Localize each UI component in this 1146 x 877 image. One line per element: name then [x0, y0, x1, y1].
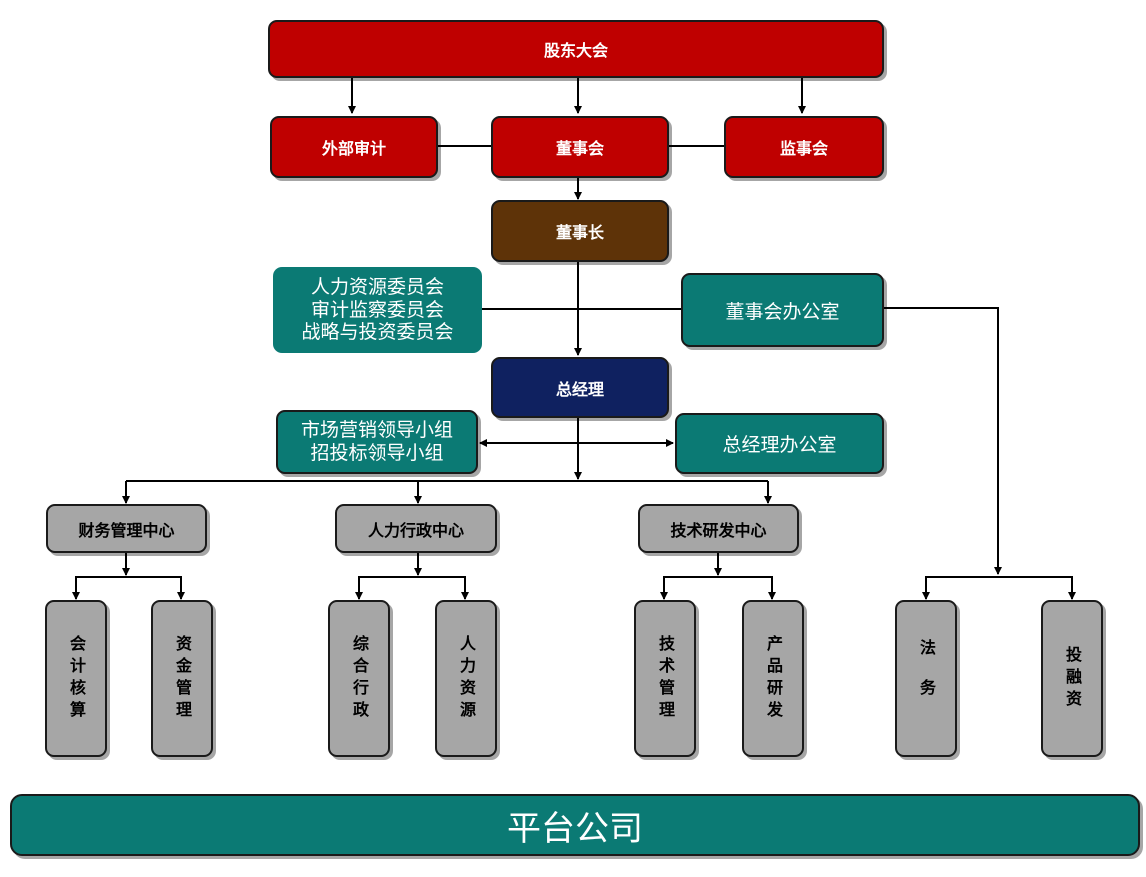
board-office-node: 董事会办公室 [681, 273, 884, 347]
platform-company-bar: 平台公司 [10, 794, 1140, 856]
committee-line: 审计监察委员会 [310, 298, 444, 321]
committee-line: 战略与投资委员会 [301, 321, 454, 344]
shareholders-meeting-node: 股东大会 [268, 20, 884, 78]
leading-groups-node: 市场营销领导小组 招投标领导小组 [276, 410, 478, 474]
committees-node: 人力资源委员会 审计监察委员会 战略与投资委员会 [273, 267, 482, 353]
board-of-supervisors-node: 监事会 [724, 116, 884, 178]
hr-admin-center-node: 人力行政中心 [335, 504, 497, 553]
general-manager-node: 总经理 [491, 357, 669, 418]
tech-rd-center-node: 技术研发中心 [638, 504, 799, 553]
human-resources-node: 人力资源 [435, 600, 497, 757]
leading-group-line: 市场营销领导小组 [300, 419, 453, 442]
investment-financing-node: 投融资 [1041, 600, 1103, 757]
committee-line: 人力资源委员会 [310, 275, 444, 298]
accounting-node: 会计核算 [45, 600, 107, 757]
finance-center-node: 财务管理中心 [46, 504, 207, 553]
tech-management-node: 技术管理 [634, 600, 696, 757]
fund-management-node: 资金管理 [151, 600, 213, 757]
gm-office-node: 总经理办公室 [675, 413, 884, 474]
legal-affairs-node: 法务 [895, 600, 957, 757]
leading-group-line: 招投标领导小组 [310, 442, 444, 464]
product-rd-node: 产品研发 [742, 600, 804, 757]
board-of-directors-node: 董事会 [491, 116, 669, 178]
chairman-node: 董事长 [491, 200, 669, 262]
general-admin-node: 综合行政 [328, 600, 390, 757]
external-audit-node: 外部审计 [270, 116, 438, 178]
